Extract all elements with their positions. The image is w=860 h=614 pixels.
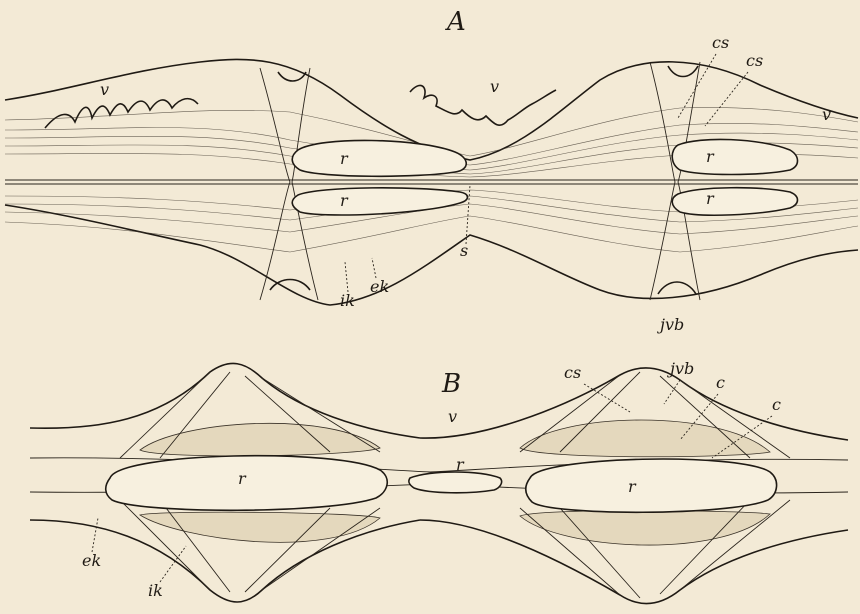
panel-a-label-v-right: v xyxy=(822,105,831,124)
panel-a-lumen-2 xyxy=(292,188,467,215)
panel-a-top-knob-right xyxy=(668,66,698,77)
panel-b-lumen-mid xyxy=(409,472,502,493)
panel-a-lumen-3 xyxy=(672,139,797,174)
panel-a-lumen-1 xyxy=(292,140,466,176)
panel-a-villi-left xyxy=(45,99,198,128)
panel-b-label-c-1: c xyxy=(716,373,725,392)
panel-b-label-jvb: jvb xyxy=(667,359,694,378)
panel-b-label-ek: ek xyxy=(82,551,101,570)
panel-a-label-r-4: r xyxy=(706,189,715,208)
panel-b-label-r-right: r xyxy=(628,477,637,496)
panel-b-label-v: v xyxy=(448,407,457,426)
panel-a-lumen-4 xyxy=(672,188,797,215)
panel-a-label-ik: ik xyxy=(340,291,355,310)
panel-b-lumen-left xyxy=(106,456,388,511)
panel-a-label: A xyxy=(445,7,466,37)
panel-b-stipple-right-bottom xyxy=(520,511,770,546)
panel-a-jvb-knob-right xyxy=(658,282,696,294)
panel-b-label-r-mid: r xyxy=(456,455,465,474)
panel-a-label-cs-2: cs xyxy=(746,51,763,70)
panel-a-label-s: s xyxy=(460,241,468,260)
panel-a-label-r-1: r xyxy=(340,149,349,168)
panel-b-label-ik: ik xyxy=(148,581,163,600)
panel-b-label-r-left: r xyxy=(238,469,247,488)
panel-a-jvb-knob-left xyxy=(270,280,310,291)
panel-a: A v xyxy=(5,7,858,334)
panel-a-label-jvb: jvb xyxy=(657,315,684,334)
panel-a-septum-right-2 xyxy=(678,62,700,300)
panel-b-stipple-right-top xyxy=(520,420,770,457)
panel-b-stipple-left-bottom xyxy=(140,512,380,542)
panel-a-label-ek: ek xyxy=(370,277,389,296)
panel-a-label-r-3: r xyxy=(706,147,715,166)
panel-a-label-r-2: r xyxy=(340,191,349,210)
panel-a-septum-right xyxy=(650,62,675,300)
panel-a-label-v-left: v xyxy=(100,80,109,99)
panel-b-stipple-left-top xyxy=(140,423,380,456)
panel-a-label-cs-1: cs xyxy=(712,33,729,52)
panel-b-label: B xyxy=(441,369,461,399)
panel-b-label-cs: cs xyxy=(564,363,581,382)
panel-b-lumen-right xyxy=(526,459,777,512)
panel-b-label-c-2: c xyxy=(772,395,781,414)
panel-a-top-knob-left xyxy=(278,72,306,81)
panel-a-label-v-mid: v xyxy=(490,77,499,96)
panel-a-villi-mid xyxy=(410,85,556,125)
panel-b: B v cs jvb c c r r r ek xyxy=(30,359,848,604)
